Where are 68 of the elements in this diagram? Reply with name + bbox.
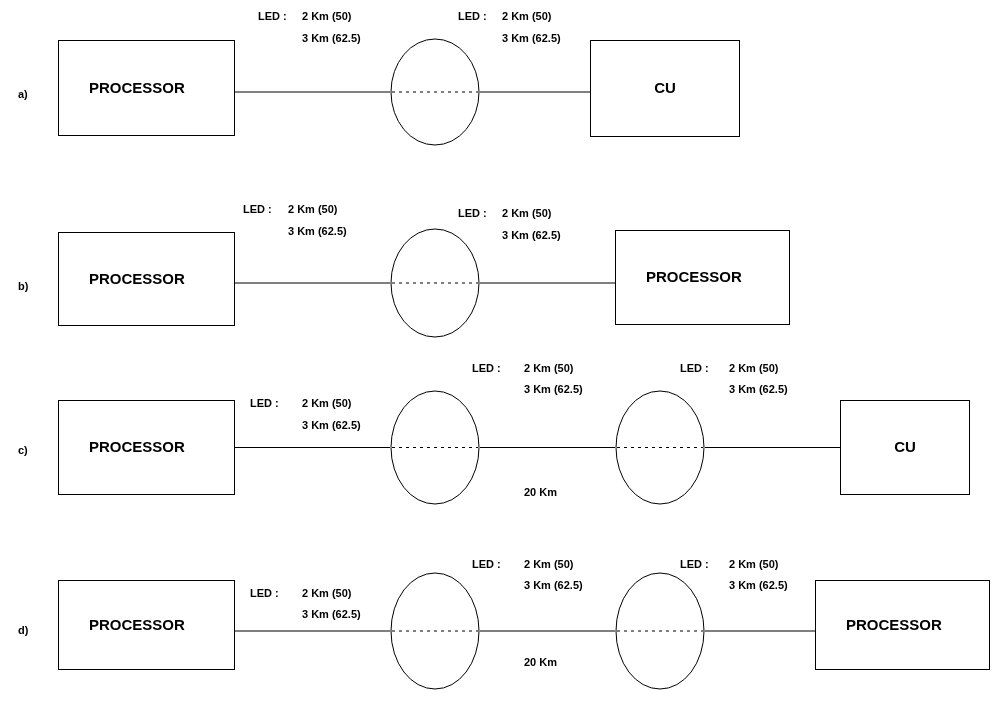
link-label: 3 Km (62.5)	[524, 382, 583, 397]
link-label: 2 Km (50)	[302, 396, 352, 411]
unit-box	[840, 400, 970, 495]
connector-line	[704, 630, 816, 632]
link-label: c)	[18, 443, 28, 458]
unit-box	[58, 580, 235, 670]
unit-name: CU	[654, 79, 676, 98]
connector-line	[479, 282, 616, 284]
link-label: 3 Km (62.5)	[729, 578, 788, 593]
link-label: LED :	[250, 396, 279, 411]
unit-box	[590, 40, 740, 137]
unit-box	[815, 580, 990, 670]
connector-line	[704, 447, 841, 448]
link-label: 3 Km (62.5)	[729, 382, 788, 397]
unit-name: PROCESSOR	[89, 78, 186, 98]
unit-name: PROCESSOR	[89, 615, 186, 635]
link-label: 2 Km (50)	[524, 557, 574, 572]
link-label: LED :	[680, 361, 709, 376]
link-label: d)	[18, 623, 29, 638]
link-label: 3 Km (62.5)	[302, 607, 361, 622]
switch-circle	[390, 572, 480, 690]
switch-circle	[390, 390, 480, 505]
link-label: 3 Km (62.5)	[288, 224, 347, 239]
link-label: 3 Km (62.5)	[502, 31, 561, 46]
unit-box	[615, 230, 790, 325]
unit-name: PROCESSOR	[846, 615, 943, 635]
link-label: b)	[18, 279, 29, 294]
unit-box	[58, 232, 235, 326]
link-label: LED :	[472, 361, 501, 376]
connector-line	[479, 447, 616, 448]
switch-circle	[390, 228, 480, 338]
unit-name: CU	[894, 438, 916, 457]
connector-line	[479, 630, 616, 632]
link-label: 2 Km (50)	[729, 361, 779, 376]
connector-line	[479, 91, 591, 93]
connector-line	[234, 630, 391, 632]
connector-line	[234, 91, 391, 93]
link-label: 2 Km (50)	[288, 202, 338, 217]
link-label: LED :	[250, 586, 279, 601]
link-label: 3 Km (62.5)	[302, 31, 361, 46]
link-label: LED :	[472, 557, 501, 572]
link-label: LED :	[458, 206, 487, 221]
unit-box	[58, 400, 235, 495]
link-label: 20 Km	[524, 485, 558, 500]
switch-circle	[390, 38, 480, 146]
unit-box	[58, 40, 235, 136]
unit-name: PROCESSOR	[646, 268, 743, 287]
link-label: 2 Km (50)	[302, 9, 352, 24]
link-label: 2 Km (50)	[302, 586, 352, 601]
unit-name: PROCESSOR	[89, 269, 186, 289]
link-label: LED :	[680, 557, 709, 572]
link-label: LED :	[243, 202, 272, 217]
link-label: LED :	[458, 9, 487, 24]
connector-line	[234, 282, 391, 284]
switch-circle	[615, 572, 705, 690]
connector-line	[234, 447, 391, 448]
switch-circle	[615, 390, 705, 505]
link-label: 20 Km	[524, 655, 558, 670]
link-label: a)	[18, 87, 28, 102]
link-label: 2 Km (50)	[502, 206, 552, 221]
link-label: 2 Km (50)	[502, 9, 552, 24]
link-label: 2 Km (50)	[524, 361, 574, 376]
link-label: 3 Km (62.5)	[502, 228, 561, 243]
link-label: 3 Km (62.5)	[302, 418, 361, 433]
unit-name: PROCESSOR	[89, 438, 186, 457]
link-label: LED :	[258, 9, 287, 24]
link-label: 2 Km (50)	[729, 557, 779, 572]
link-label: 3 Km (62.5)	[524, 578, 583, 593]
